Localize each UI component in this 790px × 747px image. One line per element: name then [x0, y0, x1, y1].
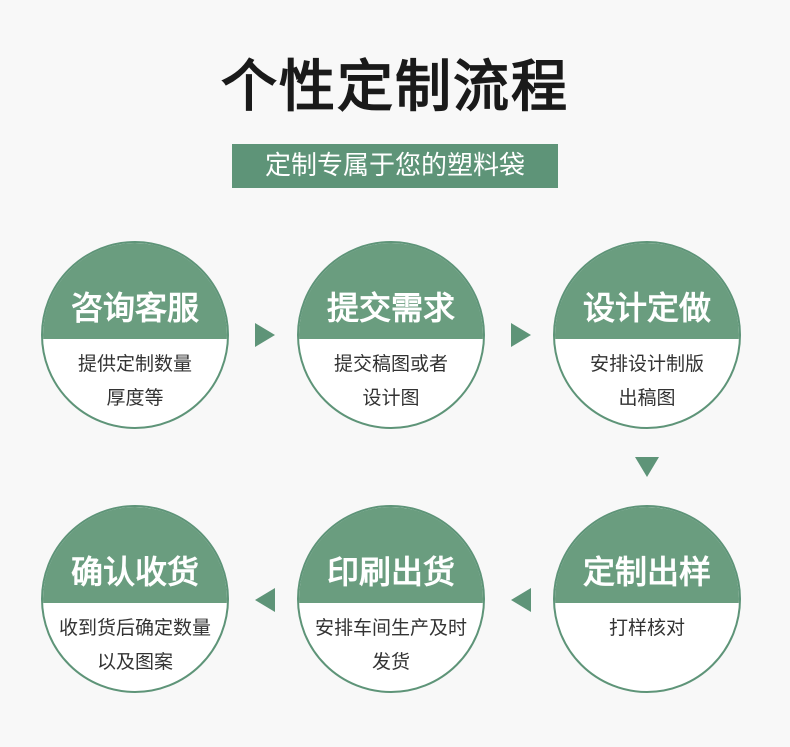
step-title: 设计定做 — [555, 243, 739, 339]
step-design-custom: 设计定做 安排设计制版 出稿图 — [553, 241, 741, 429]
step-description-line: 提交稿图或者 — [333, 353, 448, 375]
step-custom-sample: 定制出样 打样核对 — [553, 505, 741, 693]
arrow-right-icon — [511, 323, 531, 347]
arrow-down-icon — [635, 457, 659, 477]
step-description-line: 打样核对 — [608, 617, 685, 639]
step-title: 提交需求 — [299, 243, 483, 339]
step-description: 提供定制数量 厚度等 — [53, 347, 217, 415]
arrow-left-icon — [255, 588, 275, 612]
page-subtitle: 定制专属于您的塑料袋 — [232, 144, 558, 188]
step-description-line: 安排设计制版 — [589, 353, 704, 375]
step-description: 安排车间生产及时 发货 — [309, 611, 473, 679]
step-confirm-receipt: 确认收货 收到货后确定数量 以及图案 — [41, 505, 229, 693]
step-description: 收到货后确定数量 以及图案 — [53, 611, 217, 679]
step-description-line: 安排车间生产及时 — [314, 617, 467, 639]
step-title: 定制出样 — [555, 507, 739, 603]
step-consult-service: 咨询客服 提供定制数量 厚度等 — [41, 241, 229, 429]
arrow-left-icon — [511, 588, 531, 612]
step-description-line: 厚度等 — [106, 387, 164, 409]
step-description-line: 以及图案 — [96, 651, 173, 673]
step-submit-request: 提交需求 提交稿图或者 设计图 — [297, 241, 485, 429]
step-description-line: 设计图 — [362, 387, 420, 409]
step-description-line: 收到货后确定数量 — [58, 617, 211, 639]
step-description-line: 提供定制数量 — [77, 353, 192, 375]
step-description-line: 出稿图 — [618, 387, 676, 409]
step-description: 提交稿图或者 设计图 — [309, 347, 473, 415]
step-title: 印刷出货 — [299, 507, 483, 603]
step-title: 确认收货 — [43, 507, 227, 603]
arrow-right-icon — [255, 323, 275, 347]
step-description-line: 发货 — [371, 651, 410, 673]
step-title: 咨询客服 — [43, 243, 227, 339]
step-description: 安排设计制版 出稿图 — [565, 347, 729, 415]
page-title: 个性定制流程 — [221, 55, 569, 120]
step-description: 打样核对 — [565, 611, 729, 645]
step-print-ship: 印刷出货 安排车间生产及时 发货 — [297, 505, 485, 693]
